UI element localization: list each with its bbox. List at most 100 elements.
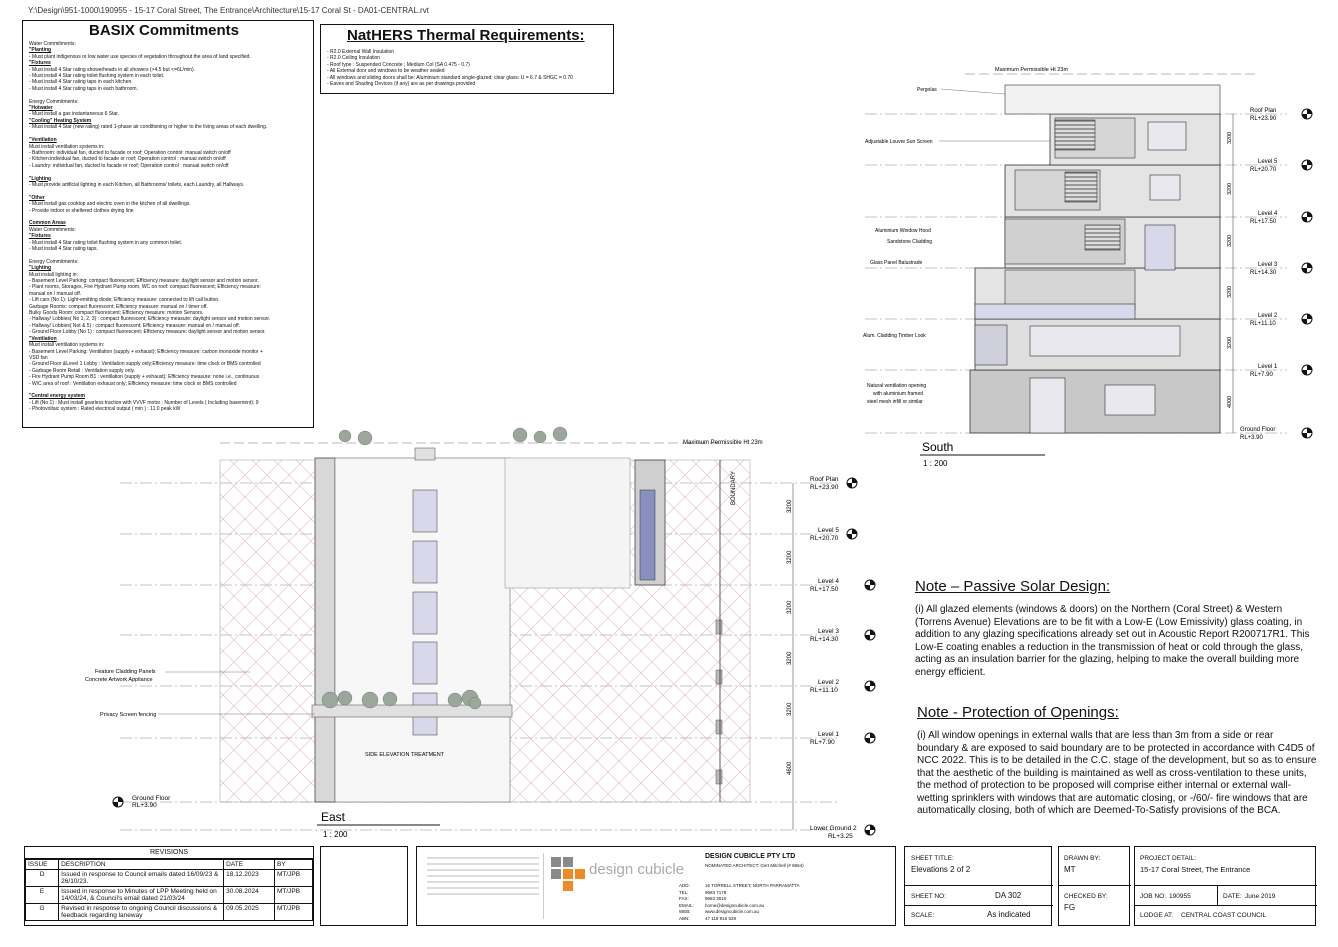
south-dim: 3200 — [1227, 286, 1233, 298]
east-dim: 3200 — [787, 550, 793, 564]
south-level-rl: RL+17.50 — [1250, 219, 1277, 225]
south-annotation: Glass Panel Balustrade — [870, 260, 922, 266]
south-level-rl: RL+23.90 — [1250, 116, 1277, 122]
south-view-scale: 1 : 200 — [923, 459, 948, 468]
south-level-rl: RL+3.90 — [1240, 435, 1264, 441]
east-level-rl: RL+7.90 — [810, 739, 835, 746]
basix-line: - Must install 4 Star rating toilet flus… — [29, 73, 165, 80]
basix-line: Water Commitments: — [29, 226, 76, 233]
level-marker-icon — [112, 477, 876, 836]
south-level-name: Level 5 — [1258, 159, 1278, 165]
basix-line: "Lighting — [29, 175, 52, 182]
east-level-name: Level 5 — [818, 527, 839, 534]
south-elevation: Maximum Permissible Ht 23m Pergolas Adju… — [863, 67, 1313, 468]
south-level-rl: RL+20.70 — [1250, 167, 1277, 173]
nathers-panel: NatHERS Thermal Requirements: - R2.0 Ext… — [320, 24, 614, 94]
east-level-rl: RL+3.25 — [828, 833, 853, 840]
company-sub: NOMINATED ARCHITECT: Gert Mitchell (# 86… — [705, 863, 804, 868]
east-level-name: Lower Ground 2 — [810, 825, 857, 832]
east-level-rl: RL+11.10 — [810, 687, 838, 694]
basix-line: - Basement Level Parking: Ventilation (s… — [29, 348, 263, 355]
basix-line: VSD fan — [29, 354, 48, 361]
east-view-scale: 1 : 200 — [323, 830, 348, 839]
east-annotation: Feature Cladding Panels — [95, 669, 156, 675]
company-logo-text: design cubicle — [589, 861, 685, 878]
passive-solar-title: Note – Passive Solar Design: — [915, 578, 1111, 595]
nathers-line: - R2.0 External Wall Insulation — [327, 49, 395, 55]
south-annotation: Alum. Cladding Timber Look — [863, 333, 926, 339]
east-dim: 3200 — [787, 651, 793, 665]
table-row: G Revised in response to ongoing Council… — [24, 903, 314, 921]
level-marker-icon — [1301, 108, 1313, 439]
south-level-name: Level 3 — [1258, 262, 1278, 268]
basix-line: - Basement Level Parking: compact fluore… — [29, 278, 259, 285]
south-annotation: Natural ventilation opening — [867, 383, 926, 389]
basix-line: "Cooling" Heating System — [29, 117, 92, 124]
basix-line: - Hallway/ Lobbies( Not & 5) : compact f… — [29, 322, 241, 329]
south-level-name: Roof Plan — [1250, 108, 1276, 114]
basix-line: - Must install 4 Star rating taps in eac… — [29, 85, 138, 92]
basix-line: Must install lighting in: — [29, 271, 78, 278]
basix-line: "Ventilation — [29, 335, 57, 342]
revisions-header: ISSUE — [24, 859, 60, 870]
basix-line: - W/C area of roof : Ventilation exhaust… — [29, 380, 237, 387]
south-dim: 3200 — [1227, 183, 1233, 195]
basix-line: "Fixtures — [29, 60, 51, 67]
east-annotation: SIDE ELEVATION TREATMENT — [365, 752, 445, 758]
south-level-rl: RL+14.30 — [1250, 270, 1277, 276]
revisions-table: ISSUE DESCRIPTION DATE BY D Issued in re… — [24, 859, 314, 921]
table-row: D Issued in response to Council emails d… — [24, 869, 314, 887]
basix-line: Common Areas — [29, 220, 66, 227]
south-level-name: Level 4 — [1258, 211, 1278, 217]
sheet-title: Elevations 2 of 2 — [911, 865, 971, 874]
south-dim: 3200 — [1227, 235, 1233, 247]
east-level-name: Level 4 — [818, 578, 839, 585]
table-row: E Issued in response to Minutes of LPP M… — [24, 886, 314, 904]
drawn-block: DRAWN BY: MT CHECKED BY: FG — [1058, 846, 1131, 926]
east-level-name: Level 1 — [818, 731, 839, 738]
basix-line: - Must provide artificial lighting in ea… — [29, 181, 245, 188]
south-annotation: Adjustable Louvre Sun Screen — [865, 139, 933, 145]
basix-line: Water Commitments: — [29, 41, 76, 47]
east-dim: 3200 — [787, 600, 793, 614]
east-dim: 3200 — [787, 702, 793, 716]
south-annotation: with aluminium framed — [873, 391, 923, 397]
basix-title: BASIX Commitments — [89, 22, 240, 39]
nathers-line: - All windows and sliding doors shall be… — [327, 74, 573, 81]
east-level-rl: RL+23.90 — [810, 484, 839, 491]
east-ground-name: Ground Floor — [132, 795, 171, 802]
revisions-block: REVISIONS ISSUE DESCRIPTION DATE BY D Is… — [24, 846, 314, 926]
east-elevation: Maximum Permissible Ht 23m BO — [85, 426, 876, 840]
protection-openings-body: (i) All window openings in external wall… — [917, 730, 1317, 816]
revisions-header: DESCRIPTION — [58, 859, 225, 870]
south-dim: 3200 — [1227, 337, 1233, 349]
basix-line: Garbage Rooms: compact fluorescent; Effi… — [29, 303, 208, 310]
basix-line: Must install ventilation systems in: — [29, 342, 105, 349]
file-path: Y:\Design\951-1000\190955 - 15-17 Coral … — [28, 6, 429, 15]
basix-line: - Must install 4 Star rating showerheads… — [29, 66, 196, 73]
revisions-title: REVISIONS — [25, 847, 313, 859]
basix-line: - Photovoltaic system : Rated electrical… — [29, 406, 181, 413]
east-level-rl: RL+20.70 — [810, 535, 839, 542]
company-name: DESIGN CUBICLE PTY LTD — [705, 853, 796, 860]
east-level-rl: RL+14.30 — [810, 636, 839, 643]
passive-solar-note: Note – Passive Solar Design: (i) All gla… — [915, 578, 1315, 679]
south-annotation: steel mesh infill or similar — [867, 399, 923, 405]
passive-solar-body: (i) All glazed elements (windows & doors… — [915, 604, 1310, 678]
basix-line: - Must install 4 Star (new rating) rated… — [29, 124, 268, 131]
basix-line: - Must install a gas instantaneous 6 Sta… — [29, 111, 120, 118]
basix-line: - Fire Hydrant Pump Room B1 : ventilatio… — [29, 374, 260, 381]
basix-line: Must install ventilation systems in: — [29, 143, 105, 150]
basix-line: "Central energy system — [29, 393, 86, 400]
east-dim: 4600 — [787, 761, 793, 775]
south-annotation: Aluminium Window Hood — [875, 228, 931, 234]
revisions-header: DATE — [223, 859, 275, 870]
east-level-rl: RL+17.50 — [810, 586, 839, 593]
project-detail: 15-17 Coral Street, The Entrance — [1140, 865, 1251, 874]
basix-line: - Lift cars (No 1): Light-emitting diode… — [29, 297, 220, 304]
basix-line: - Lift (No 1) : Must install gearless tr… — [29, 399, 259, 406]
south-dim: 3200 — [1227, 132, 1233, 144]
east-annotation: Concrete Artwork Appliance — [85, 677, 153, 683]
project-block: PROJECT DETAIL: 15-17 Coral Street, The … — [1134, 846, 1317, 926]
checked-by: FG — [1064, 903, 1076, 912]
